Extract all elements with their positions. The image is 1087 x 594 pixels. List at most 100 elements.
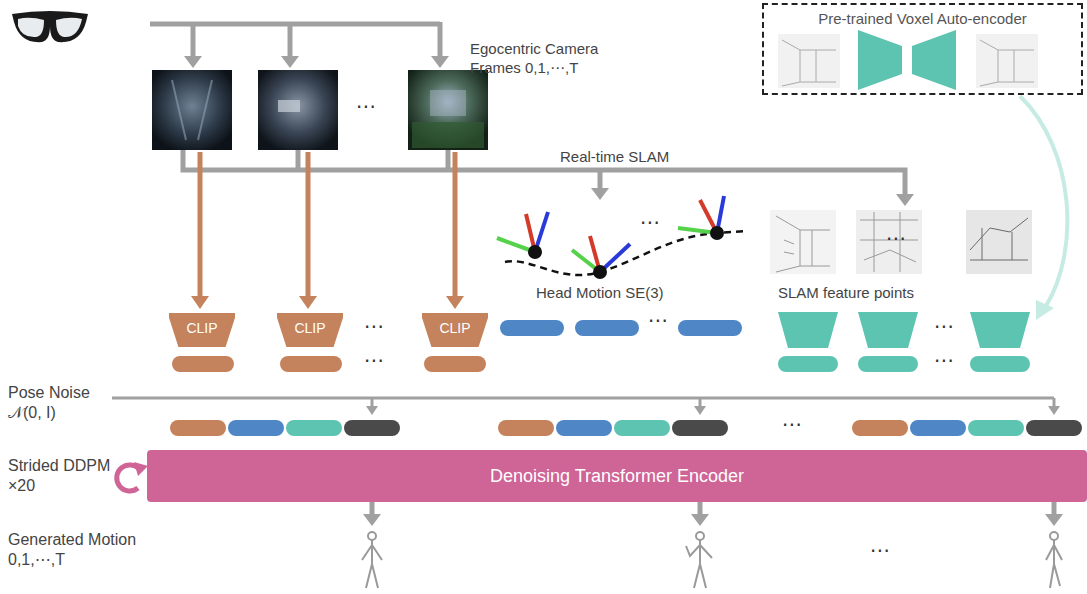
output-arrows-part — [698, 502, 703, 516]
voxel-encoders-part — [858, 312, 918, 348]
feed-lines-part — [288, 24, 293, 58]
slam-lines-part — [446, 150, 451, 170]
head-embeddings-part — [678, 320, 742, 336]
clip-encoder: CLIP — [169, 313, 235, 347]
autoencoder-illustration-part — [858, 30, 902, 90]
ellipsis: ⋯ — [782, 414, 802, 434]
token-groups-part — [170, 420, 226, 436]
feed-lines — [150, 22, 449, 68]
head-trajectory — [497, 196, 745, 279]
slam-lines-part — [591, 188, 609, 200]
camera-frames — [152, 70, 488, 150]
slam-images-part — [776, 216, 830, 272]
head-trajectory-part — [528, 245, 542, 259]
band-label: Denoising Transformer Encoder — [490, 466, 744, 487]
ddpm-label: Strided DDPM ×20 — [8, 456, 123, 496]
autoencoder-illustration — [778, 30, 1038, 90]
token-groups-part — [968, 420, 1024, 436]
clip-embeddings-part — [424, 356, 486, 372]
clip-encoder: CLIP — [422, 313, 488, 347]
clip-arrows-part — [191, 296, 209, 309]
encoder-label: CLIP — [186, 320, 217, 336]
clip-arrows-part — [306, 152, 311, 298]
trapezoid-shape — [277, 313, 343, 347]
camera-frames-part — [408, 70, 488, 150]
slam-images-part — [860, 212, 918, 272]
weight-transfer-arrow-part — [1036, 300, 1054, 320]
slam-images — [770, 210, 1032, 274]
slam-lines — [183, 150, 914, 206]
clip-arrows-part — [453, 152, 458, 298]
output-arrows-part — [370, 502, 375, 516]
ellipsis: ⋯ — [364, 350, 384, 370]
token-groups-part — [286, 420, 342, 436]
output-arrows-part — [363, 514, 381, 526]
token-groups-part — [910, 420, 966, 436]
pose-noise-line-part — [112, 397, 1054, 400]
camera-frames-part — [152, 70, 232, 150]
autoencoder-illustration-part — [778, 34, 840, 88]
camera-frames-part — [430, 90, 466, 116]
head-embeddings-part — [575, 320, 639, 336]
encoder-label: CLIP — [439, 320, 470, 336]
voxel-encoders-part — [970, 312, 1030, 348]
autoencoder-illustration-part — [782, 40, 836, 86]
weight-transfer-arrow — [1020, 96, 1067, 320]
token-groups-part — [614, 420, 670, 436]
ellipsis: ⋯ — [356, 96, 376, 116]
pose-noise-label: Pose Noise 𝒩(0, I) — [8, 383, 108, 423]
token-groups-part — [852, 420, 908, 436]
autoencoder-illustration-part — [912, 30, 956, 90]
slam-label: Real-time SLAM — [560, 148, 669, 167]
output-arrows-part — [1045, 514, 1063, 526]
feed-lines-part — [184, 56, 202, 68]
skeletons-part — [1046, 540, 1062, 588]
voxel-encoders-part — [858, 356, 918, 372]
camera-frames-part — [172, 80, 212, 140]
weight-transfer-arrow-part — [1020, 96, 1067, 306]
feed-lines-part — [431, 56, 449, 68]
slam-images-part — [970, 218, 1028, 260]
generated-motion-label: Generated Motion 0,1,⋯,T — [8, 530, 158, 570]
head-trajectory-part — [593, 265, 607, 279]
clip-arrows-part — [446, 296, 464, 309]
ellipsis: ⋯ — [886, 228, 906, 248]
slam-lines-part — [183, 150, 905, 196]
token-groups — [170, 420, 1082, 436]
skeletons-part — [686, 540, 712, 588]
box-heading: Pre-trained Voxel Auto-encoder — [818, 10, 1026, 27]
frames-label: Egocentric Camera Frames 0,1,⋯,T — [470, 40, 645, 78]
pose-noise-line-part — [366, 406, 378, 415]
ellipsis: ⋯ — [640, 212, 660, 232]
head-embeddings — [500, 320, 742, 336]
ellipsis: ⋯ — [934, 316, 954, 336]
clip-embeddings-part — [280, 356, 342, 372]
head-motion-label: Head Motion SE(3) — [536, 284, 664, 303]
skeletons-part — [696, 532, 704, 540]
head-embeddings-part — [500, 320, 564, 336]
pretrained-box: Pre-trained Voxel Auto-encoder — [762, 3, 1083, 95]
cycle-arrow — [117, 462, 148, 491]
ellipsis: ⋯ — [870, 540, 890, 560]
feed-lines-part — [191, 24, 196, 58]
clip-arrows-part — [198, 152, 203, 298]
pose-noise-line-part — [1048, 406, 1060, 415]
skeletons-part — [1050, 532, 1058, 540]
camera-frames-part — [412, 122, 484, 148]
feed-lines-part — [281, 56, 299, 68]
clip-encoder: CLIP — [277, 313, 343, 347]
glasses-icon-part — [46, 14, 54, 19]
ellipsis: ⋯ — [648, 310, 668, 330]
output-arrows-part — [1052, 502, 1057, 516]
glasses-icon-part — [12, 11, 88, 42]
slam-images-part — [770, 210, 836, 274]
pose-noise-line — [112, 398, 1060, 415]
ellipsis: ⋯ — [364, 316, 384, 336]
token-groups-part — [1026, 420, 1082, 436]
token-groups-part — [344, 420, 400, 436]
ellipsis: ⋯ — [934, 350, 954, 370]
trapezoid-shape — [422, 313, 488, 347]
camera-frames-part — [258, 70, 338, 150]
clip-arrows-part — [299, 296, 317, 309]
token-groups-part — [556, 420, 612, 436]
